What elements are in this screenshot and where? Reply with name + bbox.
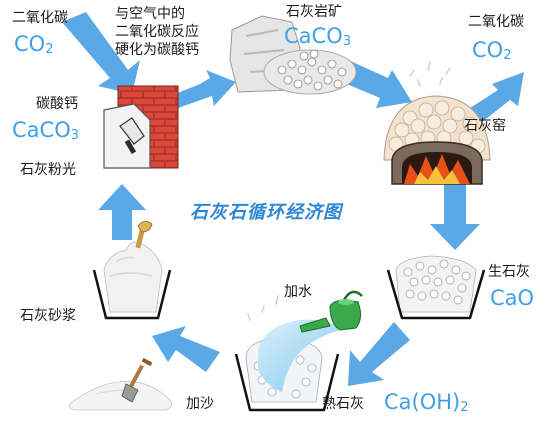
arrow-co2-to-wall	[62, 12, 140, 94]
arrow-slaked-to-mortar	[152, 326, 220, 372]
reaction-note-line-1: 与空气中的	[115, 6, 185, 22]
sand-pile-illustration	[68, 357, 172, 411]
reaction-note-line-2: 二氧化碳反应	[115, 24, 199, 40]
limestone-ore-label: 石灰岩矿	[286, 4, 342, 20]
quicklime-label: 生石灰	[488, 264, 530, 280]
limestone-ore-formula: CaCO3	[284, 24, 352, 49]
mortar-bowl-illustration	[92, 221, 172, 320]
lime-plaster-label: 石灰粉光	[20, 162, 76, 178]
add-sand-label: 加沙	[186, 396, 214, 412]
lime-mortar-label: 石灰砂浆	[20, 308, 76, 324]
brick-wall-illustration	[103, 85, 179, 169]
co2-top-left-formula: CO2	[14, 32, 54, 57]
slaked-lime-label: 熟石灰	[322, 396, 364, 412]
watering-can-icon	[299, 290, 363, 333]
calcium-carbonate-label: 碳酸钙	[36, 96, 78, 112]
arrow-wall-to-ore	[170, 70, 236, 108]
slaked-lime-bowl-illustration	[234, 290, 363, 412]
arrow-kiln-to-quicklime	[430, 184, 480, 250]
lime-kiln-illustration	[383, 61, 491, 185]
calcium-carbonate-formula: CaCO3	[12, 118, 80, 143]
arrow-ore-to-kiln	[342, 60, 412, 108]
co2-top-right-label: 二氧化碳	[468, 14, 524, 30]
co2-top-left-label: 二氧化碳	[12, 10, 68, 26]
cycle-arrows	[62, 12, 524, 386]
quicklime-formula: CaO	[490, 286, 535, 310]
arrow-mortar-to-plaster	[98, 184, 146, 240]
arrow-quicklime-to-slaked	[348, 322, 410, 386]
lime-kiln-label: 石灰窑	[464, 118, 506, 134]
arrow-kiln-to-co2	[470, 72, 524, 122]
add-water-label: 加水	[284, 284, 312, 300]
quicklime-bowl-illustration	[386, 255, 486, 320]
diagram-title: 石灰石循环经济图	[190, 202, 342, 223]
slaked-lime-formula: Ca(OH)2	[384, 390, 469, 415]
limestone-ore-illustration	[229, 15, 357, 95]
reaction-note-line-3: 硬化为碳酸钙	[115, 42, 199, 58]
co2-top-right-formula: CO2	[472, 38, 512, 63]
